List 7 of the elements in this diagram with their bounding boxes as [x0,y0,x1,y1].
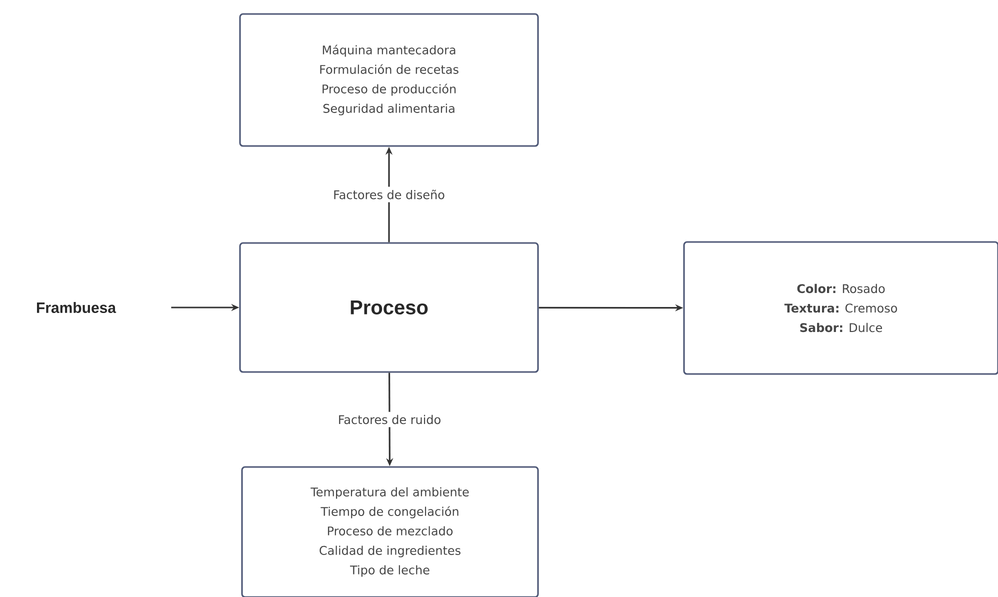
input-label: Frambuesa [37,302,116,313]
list-box: Color: Rosado Textura: Cremoso Sabor: Dulce [683,241,998,375]
edge-label: Factores de diseño [330,186,448,202]
list-box: Temperatura del ambiente Tiempo de congelación Proceso de mezclado Calidad de ingredientes Tipo de leche [241,466,539,597]
edge-label: Factores de ruido [334,412,444,428]
list-box: Máquina mantecadora Formulación de recetas Proceso de producción Seguridad alimentaria [239,13,539,147]
process-box: Proceso [239,242,539,373]
